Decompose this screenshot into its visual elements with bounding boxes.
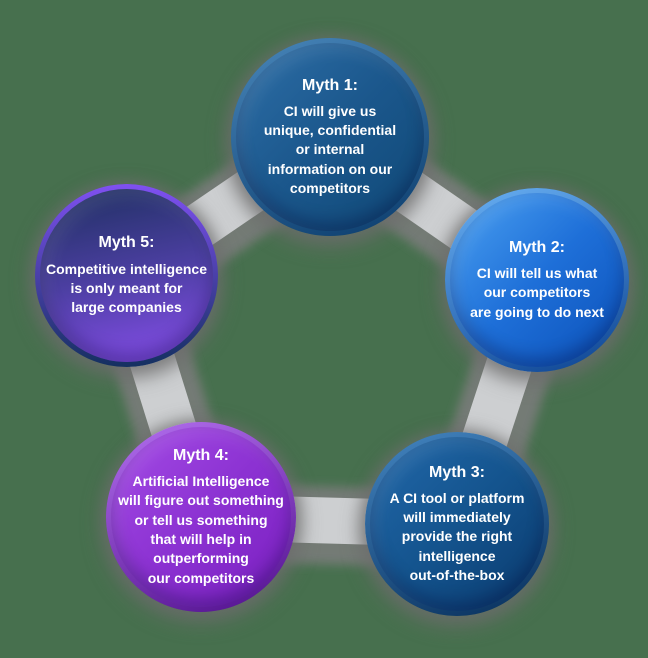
myth-3-heading: Myth 3: [429,463,485,481]
myth-5-circle: Myth 5: Competitive intelligence is only… [35,184,218,367]
myth-5-heading: Myth 5: [98,234,155,252]
myth-4-body: Artificial Intelligence will figure out … [118,473,284,586]
myth-3-circle: Myth 3: A CI tool or platform will immed… [365,432,549,616]
myth-4-content: Myth 4: Artificial Intelligence will fig… [111,427,291,607]
myth-1-body: CI will give us unique, confidential or … [263,102,397,197]
myth-4-heading: Myth 4: [173,446,229,464]
myth-1-circle: Myth 1: CI will give us unique, confiden… [231,38,429,236]
myth-2-heading: Myth 2: [509,238,565,256]
myth-5-body: Competitive intelligence is only meant f… [45,260,208,316]
myth-2-content: Myth 2: CI will tell us what our competi… [450,193,624,367]
myth-2-circle: Myth 2: CI will tell us what our competi… [445,188,629,372]
myth-3-content: Myth 3: A CI tool or platform will immed… [370,437,544,611]
myth-4-circle: Myth 4: Artificial Intelligence will fig… [106,422,296,612]
myth-1-heading: Myth 1: [302,76,358,94]
myth-5-content: Myth 5: Competitive intelligence is only… [40,189,213,362]
myth-2-body: CI will tell us what our competitors are… [470,265,604,320]
myth-3-body: A CI tool or platform will immediately p… [389,489,525,584]
myth-1-content: Myth 1: CI will give us unique, confiden… [236,43,424,231]
